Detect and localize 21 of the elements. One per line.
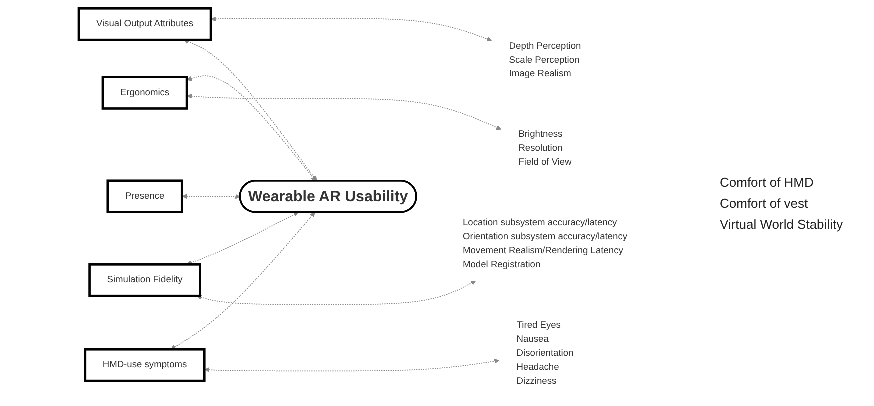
arrow <box>211 16 492 42</box>
arrow <box>170 212 316 350</box>
node-box: Presence <box>106 180 184 214</box>
arrow <box>186 212 299 266</box>
arrow <box>184 40 318 182</box>
note-text: Comfort of HMD <box>720 174 815 190</box>
note-text: Comfort of vest <box>720 196 810 210</box>
arrow <box>182 194 241 200</box>
node-box: Visual Output Attributes <box>78 8 212 42</box>
node-text: Tired Eyes Nausea Disorientation Headache Dizziness <box>516 320 574 386</box>
arrow <box>187 94 502 130</box>
arrow <box>204 358 500 373</box>
arrow <box>196 280 476 306</box>
node-text: Depth Perception Scale Perception Image Realism <box>509 41 582 80</box>
arrow <box>187 76 316 182</box>
node-box: Ergonomics <box>102 76 188 110</box>
node-box: HMD-use symptoms <box>84 348 206 382</box>
node-text: Brightness Resolution Field of View <box>518 130 572 168</box>
node-box: Simulation Fidelity <box>88 264 202 298</box>
note-text: Virtual World Stability <box>720 216 844 232</box>
node-text: Location subsystem accuracy/latency Orientation subsystem accuracy/latency Movement Realism/Rendering Latency Model Registration <box>462 218 628 270</box>
